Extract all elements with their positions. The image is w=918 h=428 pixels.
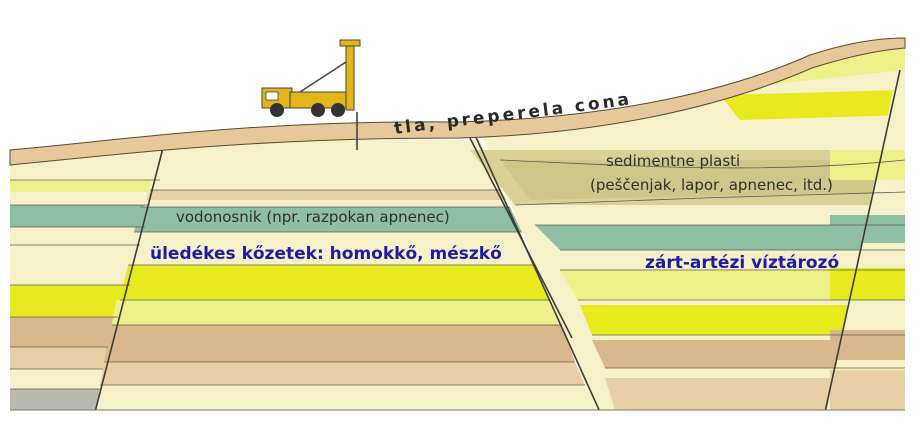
layer-outlines	[10, 159, 905, 410]
soil-zone	[9, 37, 906, 166]
fault-lines	[94, 69, 901, 410]
rock-layers	[10, 40, 905, 410]
drilling-rig-icon	[261, 39, 361, 117]
central-fault-block	[95, 140, 600, 410]
sedimentary-rocks-label: (peščenjak, lapor, apnenec, itd.)	[590, 176, 833, 194]
sedimentary-layers-label: sedimentne plasti	[606, 152, 741, 170]
artesian-aquifer-label: zárt-artézi víztározó	[645, 253, 840, 273]
aquifer-label: vodonosnik (npr. razpokan apnenec)	[176, 208, 450, 226]
rocks-label: üledékes kőzetek: homokkő, mészkő	[150, 244, 502, 264]
